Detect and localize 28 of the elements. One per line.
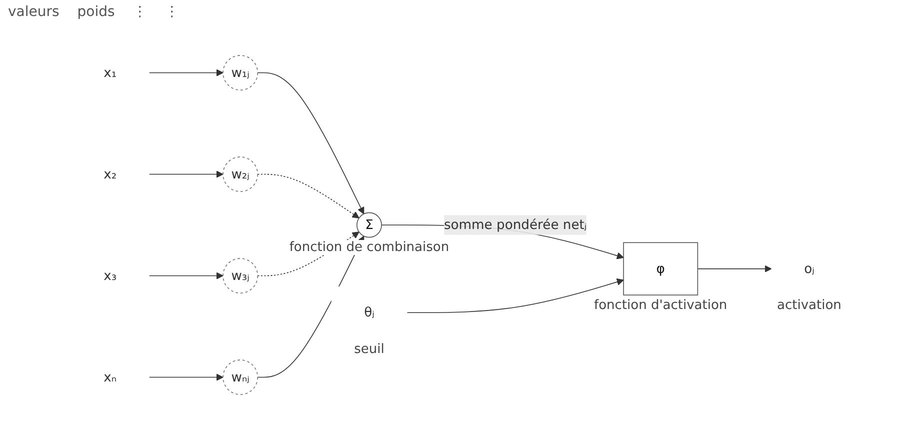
- arrow: [697, 265, 772, 272]
- node-circle: Σ: [356, 212, 382, 238]
- arrow: [257, 72, 364, 214]
- node-caption: activation: [777, 298, 842, 313]
- text-label: valeurs: [8, 4, 60, 20]
- node-circle: w₁ⱼ: [222, 55, 258, 90]
- text-label: ⋮: [132, 4, 147, 20]
- node-caption: fonction d'activation: [594, 298, 728, 313]
- arrow: [257, 174, 360, 218]
- node-text: oⱼ: [804, 260, 814, 276]
- node-circle: w₂ⱼ: [222, 156, 258, 192]
- node-caption: fonction de combinaison: [289, 240, 450, 256]
- node-caption: seuil: [354, 342, 384, 357]
- arrow: [148, 272, 224, 280]
- arrow: [406, 278, 624, 314]
- node-text: x₂: [104, 166, 117, 182]
- node-box: φ: [623, 242, 698, 296]
- node-circle: wₙⱼ: [222, 360, 258, 395]
- node-text: xₙ: [104, 369, 117, 385]
- arrow: [148, 69, 224, 76]
- arrow: [148, 374, 224, 381]
- text-label: poids: [77, 4, 115, 20]
- edge-label: somme pondérée netⱼ: [444, 216, 587, 232]
- arrow: [148, 170, 224, 178]
- node-text: x₁: [104, 64, 117, 80]
- text-label: ⋮: [164, 4, 179, 20]
- node-text: x₃: [104, 268, 117, 284]
- node-circle: w₃ⱼ: [222, 258, 258, 294]
